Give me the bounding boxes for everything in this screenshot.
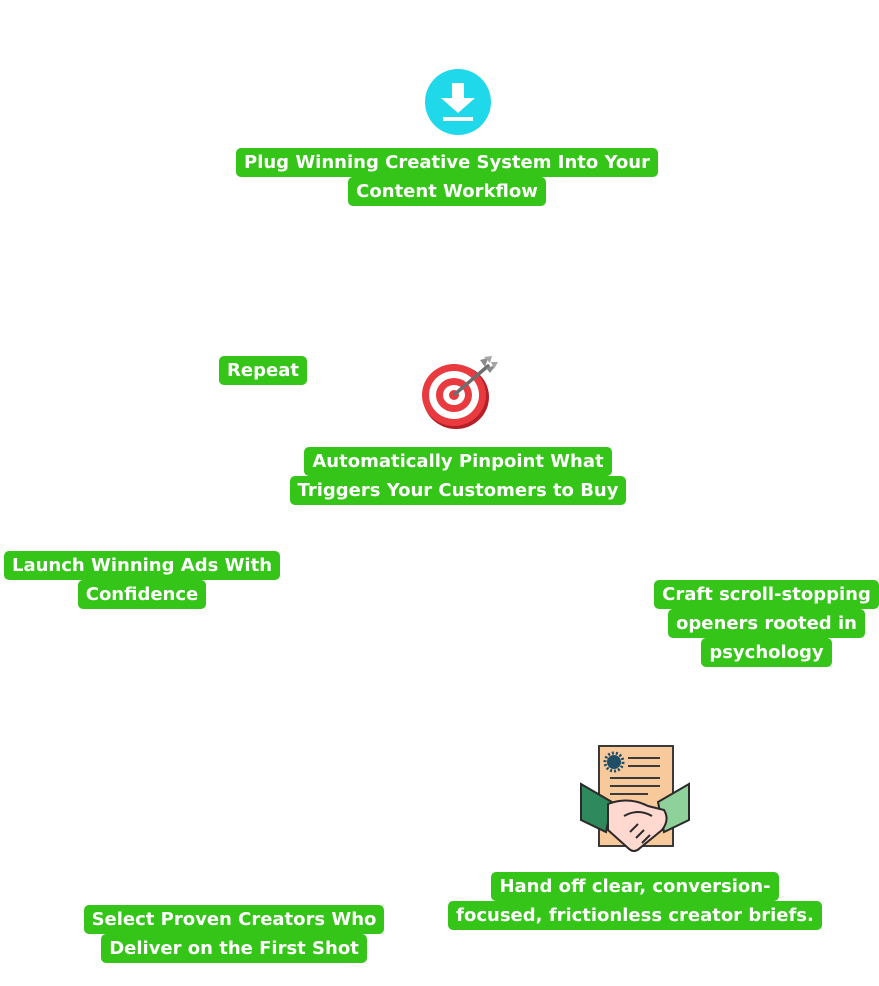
step-repeat-label: Repeat [213, 356, 313, 385]
label-line: Triggers Your Customers to Buy [289, 476, 627, 505]
step-launch-label: Launch Winning Ads With Confidence [0, 551, 284, 609]
label-line: Confidence [77, 580, 207, 609]
label-line: focused, frictionless creator briefs. [448, 901, 822, 930]
label-line: Select Proven Creators Who [83, 905, 385, 934]
download-icon [424, 68, 492, 136]
label-line: Content Workflow [348, 177, 546, 206]
step-handoff-label: Hand off clear, conversion- focused, fri… [430, 872, 840, 930]
label-line: Automatically Pinpoint What [304, 447, 612, 476]
label-line: Plug Winning Creative System Into Your [236, 148, 658, 177]
label-line: Launch Winning Ads With [3, 551, 281, 580]
label-line: Repeat [219, 356, 307, 385]
target-arrow-icon [418, 354, 500, 432]
label-line: openers rooted in [668, 609, 865, 638]
handshake-contract-icon [578, 744, 692, 856]
step-pinpoint-label: Automatically Pinpoint What Triggers You… [258, 447, 658, 505]
step-select-label: Select Proven Creators Who Deliver on th… [74, 905, 394, 963]
label-line: Hand off clear, conversion- [491, 872, 779, 901]
label-line: Deliver on the First Shot [101, 934, 367, 963]
step-craft-label: Craft scroll-stopping openers rooted in … [654, 580, 879, 667]
step-plug-system-label: Plug Winning Creative System Into Your C… [197, 148, 697, 206]
label-line: psychology [701, 638, 832, 667]
label-line: Craft scroll-stopping [654, 580, 879, 609]
